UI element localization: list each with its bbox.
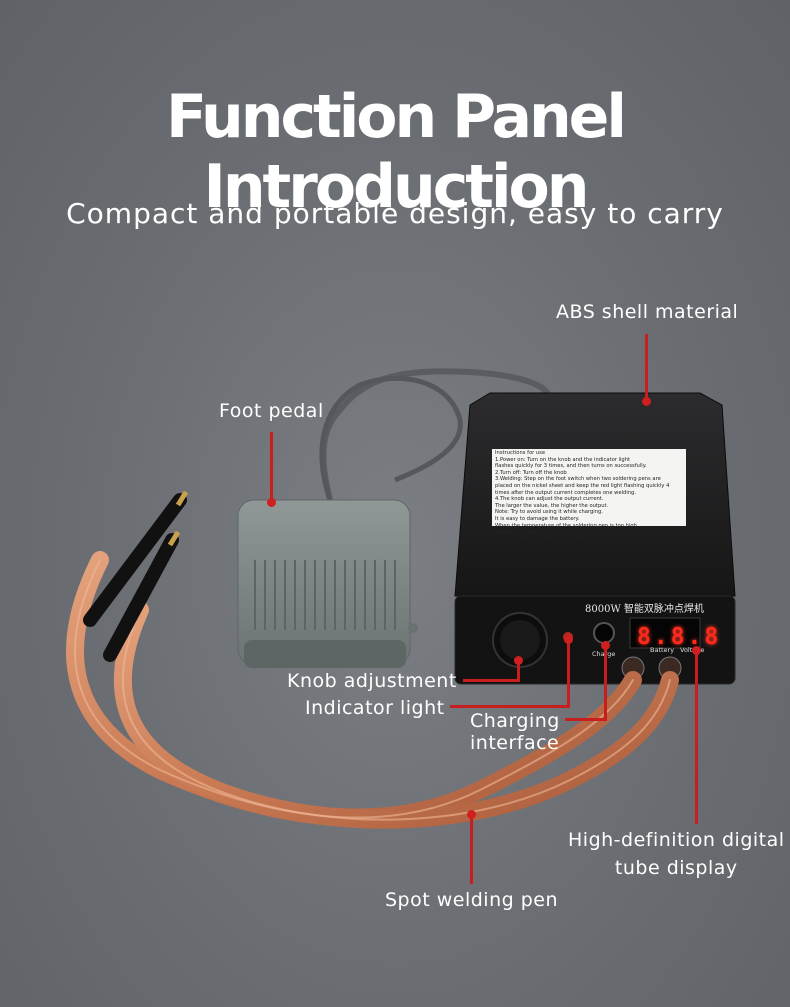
callout-dot-abs xyxy=(642,397,651,406)
callout-dot-indicator xyxy=(564,635,573,644)
label-indicator-light: Indicator light xyxy=(305,697,445,719)
instruction-label: Instructions for use 1.Power on: Turn on… xyxy=(495,450,670,542)
callout-dot-display xyxy=(692,646,701,655)
callout-line-pedal xyxy=(270,432,273,504)
label-abs-shell: ABS shell material xyxy=(556,301,739,323)
digital-display: 8.8.8 xyxy=(637,624,722,650)
callout-line-knob xyxy=(463,679,519,682)
callout-line-indicator-v xyxy=(567,640,570,708)
panel-label-battery: Battery xyxy=(650,646,675,654)
control-box xyxy=(454,392,736,685)
callout-line-abs xyxy=(645,334,648,402)
copper-cables xyxy=(66,551,679,829)
callout-dot-pedal xyxy=(267,498,276,507)
callout-dot-pen xyxy=(467,810,476,819)
page-subtitle: Compact and portable design, easy to car… xyxy=(66,197,724,230)
label-digital-display: High-definition digital tube display xyxy=(568,829,785,879)
callout-line-pen xyxy=(470,814,473,884)
label-foot-pedal: Foot pedal xyxy=(219,400,324,422)
label-knob-adjustment: Knob adjustment xyxy=(287,670,457,692)
callout-line-charging xyxy=(565,718,607,721)
callout-line-charging-v xyxy=(604,645,607,721)
label-spot-welding-pen: Spot welding pen xyxy=(385,889,559,911)
panel-label-charge: Charge xyxy=(592,650,615,658)
callout-line-display xyxy=(695,650,698,824)
callout-dot-charging xyxy=(601,641,610,650)
callout-line-indicator xyxy=(450,705,570,708)
welding-pens xyxy=(83,490,189,662)
device-model-text: 8000W 智能双脉冲点焊机 xyxy=(585,604,704,615)
callout-dot-knob xyxy=(514,656,523,665)
foot-pedal xyxy=(237,499,418,668)
label-charging-interface: Charging interface xyxy=(470,710,560,754)
page-title: Function Panel Introduction xyxy=(166,82,627,222)
callout-line-knob-v xyxy=(517,660,520,682)
